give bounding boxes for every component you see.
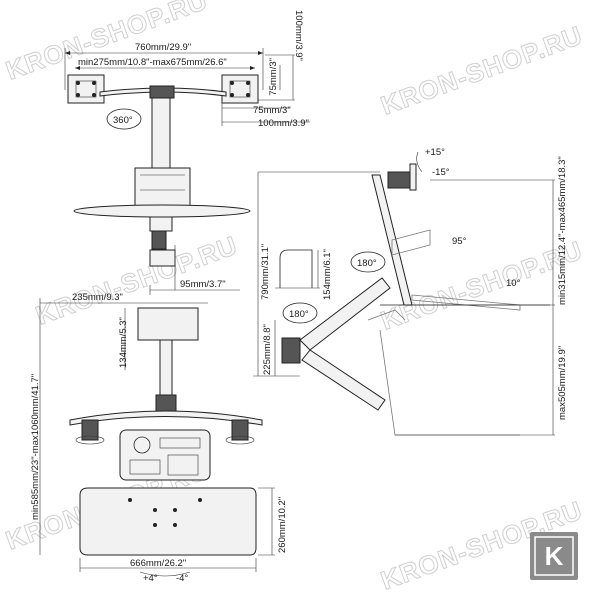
rotation-180-upper-label: 180°: [357, 258, 377, 269]
vesa-width-b-label: 100mm/3.9": [258, 118, 309, 129]
front-hub: [155, 394, 177, 414]
brand-badge: K: [530, 532, 578, 580]
watermark-4: KRON-SHOP.RU: [377, 235, 587, 336]
front-pole: [159, 339, 173, 401]
tilt-left-label: +4°: [143, 573, 158, 584]
rotation-180-lower-label: 180°: [289, 309, 309, 320]
clamp-depth-label: 95mm/3.7": [180, 279, 226, 290]
badge-letter: K: [545, 541, 564, 571]
side-view: +15° -15° 790mm/31.1" 154mm/6.1" 95° 10°…: [253, 147, 568, 436]
front-base-tray: [119, 429, 211, 481]
right-vesa-plate: [221, 74, 259, 104]
height-range-label: min585mm/23"-max1060mm/41.7": [30, 374, 41, 520]
left-vesa-plate: [67, 74, 105, 104]
clamp-top: [149, 216, 173, 232]
tray-width-label: 235mm/9.3": [72, 292, 123, 303]
vesa-width-a-label: 75mm/3": [253, 105, 291, 116]
watermark-2: KRON-SHOP.RU: [377, 20, 587, 121]
carriage: [134, 167, 191, 211]
angle-95-label: 95°: [452, 236, 467, 247]
total-height-label: 790mm/31.1": [260, 244, 271, 300]
top-view: 760mm/29.9" min275mm/10.8"-max675mm/26.6…: [64, 10, 310, 295]
clamp-base: [149, 249, 176, 267]
keyboard-tray: [79, 487, 257, 556]
lower-arm: [301, 349, 386, 411]
top-tray: [137, 307, 199, 341]
monitor-range-label: min315mm/12.4"-max465mm/18.3": [557, 156, 568, 305]
arm-range-label: min275mm/10.8"-max675mm/26.6": [78, 57, 227, 68]
clamp-height-label: 225mm/8.8": [262, 324, 273, 375]
front-crossbar: [69, 410, 263, 426]
vesa-height-a-label: 75mm/3": [268, 58, 279, 96]
tilt-right-label: -4°: [176, 573, 188, 584]
width-label: 760mm/29.9": [135, 42, 191, 53]
side-keyboard-ghost: [411, 294, 521, 311]
front-left-mount: [81, 419, 99, 441]
rotation-360-mark: [106, 108, 142, 130]
front-view: 235mm/9.3" 134mm/5.3" min585mm/23"-max10…: [30, 292, 288, 584]
clamp-screw: [151, 230, 167, 250]
rotation-180-lower-mark: [282, 302, 318, 324]
angle-10-label: 10°: [506, 278, 521, 289]
hook-height-label: 154mm/6.1": [322, 249, 333, 300]
rotation-360-label: 360°: [113, 115, 133, 126]
keyboard-max-label: max505mm/19.9": [557, 346, 568, 420]
hook: [279, 249, 313, 288]
tilt-down-label: -15°: [432, 167, 450, 178]
keyboard-depth-label: 260mm/10.2": [277, 497, 288, 553]
vesa-height-b-label: 100mm/3.9": [293, 10, 304, 61]
front-right-mount: [231, 419, 249, 441]
tilt-up-label: +15°: [425, 147, 445, 158]
keyboard-width-label: 666mm/26.2": [130, 558, 186, 569]
desk-surface: [73, 204, 251, 218]
rotation-180-upper-mark: [350, 251, 386, 273]
side-clamp: [281, 337, 301, 364]
tray-height-label: 134mm/5.3": [118, 317, 129, 368]
upper-arm: [299, 277, 391, 351]
center-hub: [149, 85, 175, 99]
